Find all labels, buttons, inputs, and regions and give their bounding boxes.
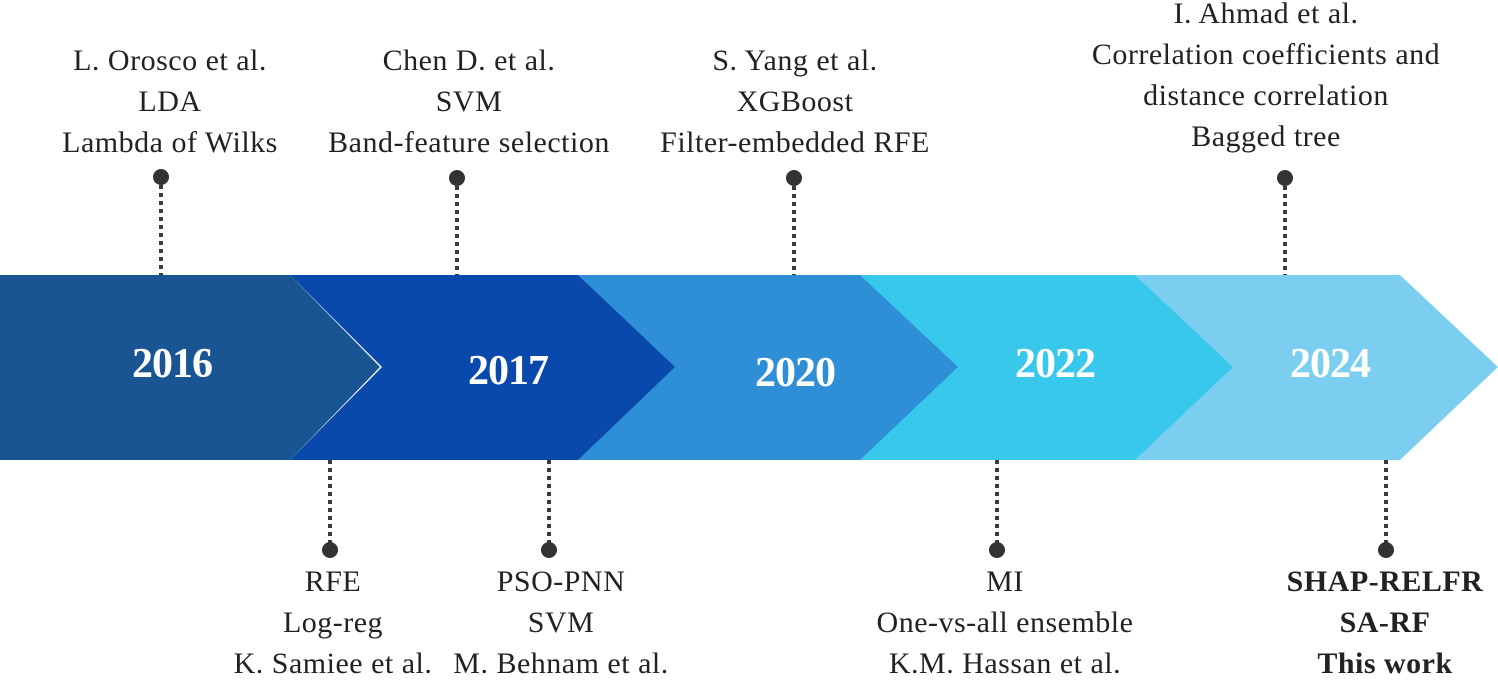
year-label-2022: 2022 <box>1015 341 1095 387</box>
milestone-bottom-this-work: SHAP-RELFR SA-RF This work <box>1287 561 1484 684</box>
connector-dot <box>1378 542 1394 558</box>
year-label-2016: 2016 <box>132 341 212 387</box>
milestone-line: Filter-embedded RFE <box>660 126 930 159</box>
connector-dot <box>153 169 169 185</box>
connector-top-yang <box>786 170 802 275</box>
connector-top-ahmad <box>1277 170 1293 275</box>
year-label-2020: 2020 <box>755 350 835 396</box>
connector-top-orosco <box>153 169 169 275</box>
connector-dot <box>989 542 1005 558</box>
timeline-segment-2016 <box>0 275 380 460</box>
connector-dot <box>322 542 338 558</box>
milestone-line: L. Orosco et al. <box>73 44 267 77</box>
milestone-line: Log-reg <box>282 606 384 639</box>
connector-bottom-hassan <box>989 460 1005 558</box>
milestone-top-ahmad: I. Ahmad et al. Correlation coefficients… <box>1092 0 1440 157</box>
milestone-line: Bagged tree <box>1191 120 1341 153</box>
milestone-line: Band-feature selection <box>328 126 610 159</box>
milestone-top-orosco: L. Orosco et al. LDA Lambda of Wilks <box>62 40 278 163</box>
milestone-line: M. Behnam et al. <box>453 647 669 680</box>
milestone-line: I. Ahmad et al. <box>1173 0 1359 30</box>
milestone-line: One-vs-all ensemble <box>876 606 1134 639</box>
timeline-segment-2020 <box>578 275 958 460</box>
year-label-2017: 2017 <box>468 348 548 394</box>
connector-bottom-this-work <box>1378 460 1394 558</box>
timeline-segment-2022 <box>860 275 1233 460</box>
connector-bottom-behnam <box>541 460 557 558</box>
milestone-line: K. Samiee et al. <box>233 647 433 680</box>
connector-bottom-samiee <box>322 460 338 558</box>
connector-top-chen <box>449 170 465 275</box>
timeline-segment-2017 <box>290 275 675 460</box>
milestone-line: MI <box>986 565 1024 598</box>
timeline-segment-2024 <box>1135 275 1498 460</box>
connector-dot <box>1277 170 1293 186</box>
milestone-line: SVM <box>435 85 503 118</box>
milestone-top-chen: Chen D. et al. SVM Band-feature selectio… <box>328 40 610 163</box>
milestone-line: S. Yang et al. <box>712 44 878 77</box>
milestone-bottom-hassan: MI One-vs-all ensemble K.M. Hassan et al… <box>877 561 1134 684</box>
milestone-bottom-samiee: RFE Log-reg K. Samiee et al. <box>234 561 433 684</box>
milestone-line: K.M. Hassan et al. <box>888 647 1122 680</box>
year-label-2024: 2024 <box>1290 341 1371 387</box>
milestone-line: SVM <box>527 606 595 639</box>
milestone-line: Lambda of Wilks <box>62 126 278 159</box>
milestone-line: distance correlation <box>1143 79 1389 112</box>
milestone-line: SHAP-RELFR <box>1286 565 1484 598</box>
milestone-bottom-behnam: PSO-PNN SVM M. Behnam et al. <box>453 561 668 684</box>
milestone-line: RFE <box>304 565 362 598</box>
milestone-line: PSO-PNN <box>496 565 626 598</box>
milestone-line: SA-RF <box>1339 606 1431 639</box>
connector-dot <box>449 170 465 186</box>
milestone-line: Correlation coefficients and <box>1091 38 1441 71</box>
milestone-line: XGBoost <box>736 85 854 118</box>
milestone-line: This work <box>1317 647 1453 680</box>
connector-dot <box>541 542 557 558</box>
connector-dot <box>786 170 802 186</box>
milestone-top-yang: S. Yang et al. XGBoost Filter-embedded R… <box>660 40 930 163</box>
milestone-line: LDA <box>138 85 202 118</box>
milestone-line: Chen D. et al. <box>382 44 556 77</box>
